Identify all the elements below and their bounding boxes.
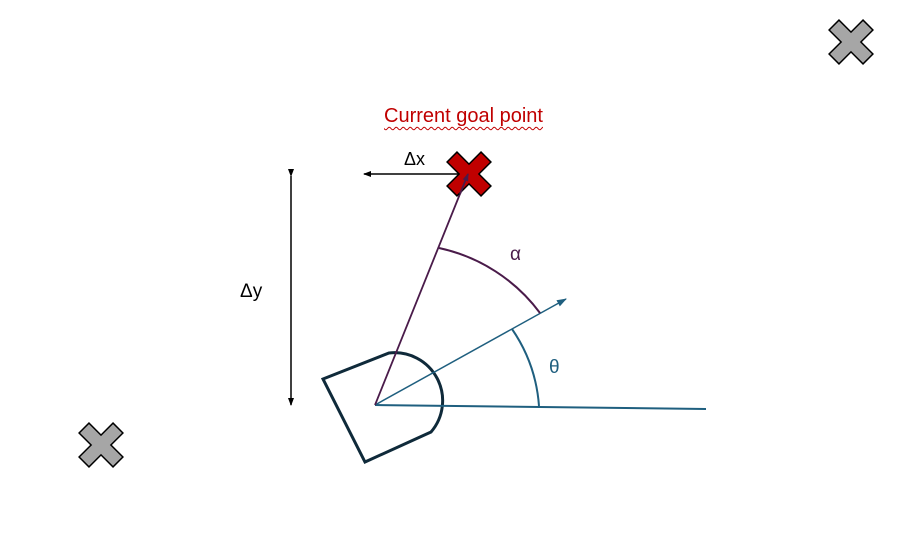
alpha-arc	[438, 247, 541, 314]
theta-arc	[511, 328, 540, 407]
delta-y-label: Δy	[240, 281, 263, 302]
heading-arrow	[374, 298, 567, 406]
gray-cross-icon-bottom-left	[78, 422, 124, 468]
gray-cross-icon-top-right	[828, 19, 874, 65]
horizontal-reference-line	[374, 404, 707, 410]
theta-label: θ	[549, 357, 560, 378]
delta-x-label: Δx	[404, 149, 426, 169]
robot-body	[320, 351, 445, 464]
goal-cross-icon	[446, 151, 492, 197]
goal-point-title: Current goal point	[384, 105, 543, 127]
goal-direction-line	[374, 173, 469, 406]
goal-direction-line-tip	[459, 173, 469, 195]
alpha-label: α	[510, 244, 521, 265]
